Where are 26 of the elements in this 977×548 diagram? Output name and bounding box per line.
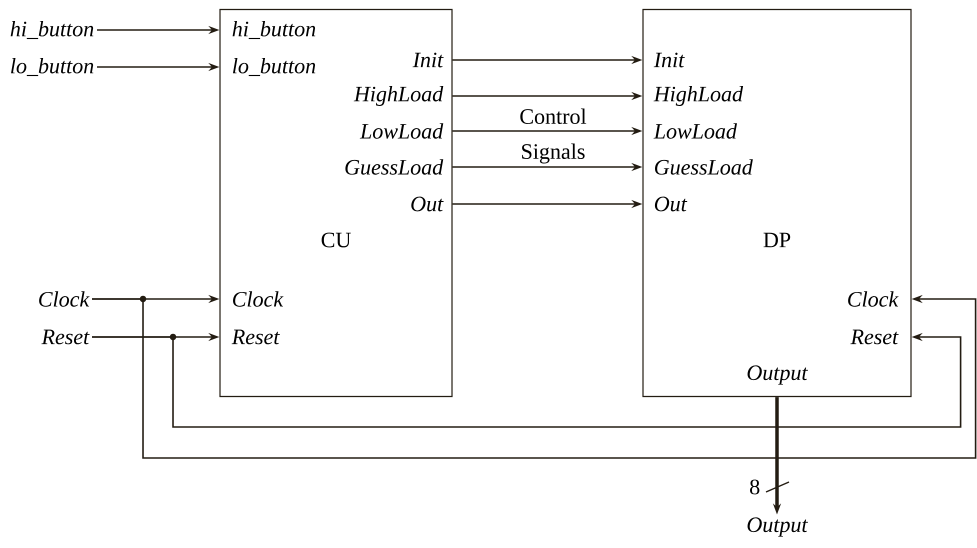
block-title: CU (322, 232, 351, 248)
port-label: hi_button (232, 20, 316, 40)
port-label: Out (411, 196, 444, 212)
signal-label: Output (748, 517, 808, 537)
port-label: GuessLoad (655, 159, 753, 175)
signal-label: hi_button (10, 20, 94, 40)
port-label: Out (654, 196, 688, 212)
port-label: Reset (850, 330, 899, 344)
block-title: DP (764, 232, 790, 248)
signal-label: Clock (39, 291, 90, 307)
signal-label: lo_button (11, 58, 94, 76)
port-label: LowLoad (654, 123, 737, 139)
port-label: HighLoad (354, 86, 444, 106)
port-label: Reset (232, 330, 280, 344)
port-label: GuessLoad (345, 159, 444, 175)
bus-width-label: 8 (750, 480, 760, 494)
port-label: Init (654, 52, 685, 68)
port-label: Clock (848, 291, 899, 307)
port-label: HighLoad (654, 86, 744, 106)
port-label: Output (748, 365, 808, 385)
port-label: Init (412, 52, 444, 68)
port-label: lo_button (232, 58, 316, 76)
signal-label: Reset (41, 330, 90, 344)
port-label: LowLoad (360, 123, 444, 139)
bus-label: Control Signals (520, 108, 586, 164)
port-label: Clock (233, 291, 284, 307)
